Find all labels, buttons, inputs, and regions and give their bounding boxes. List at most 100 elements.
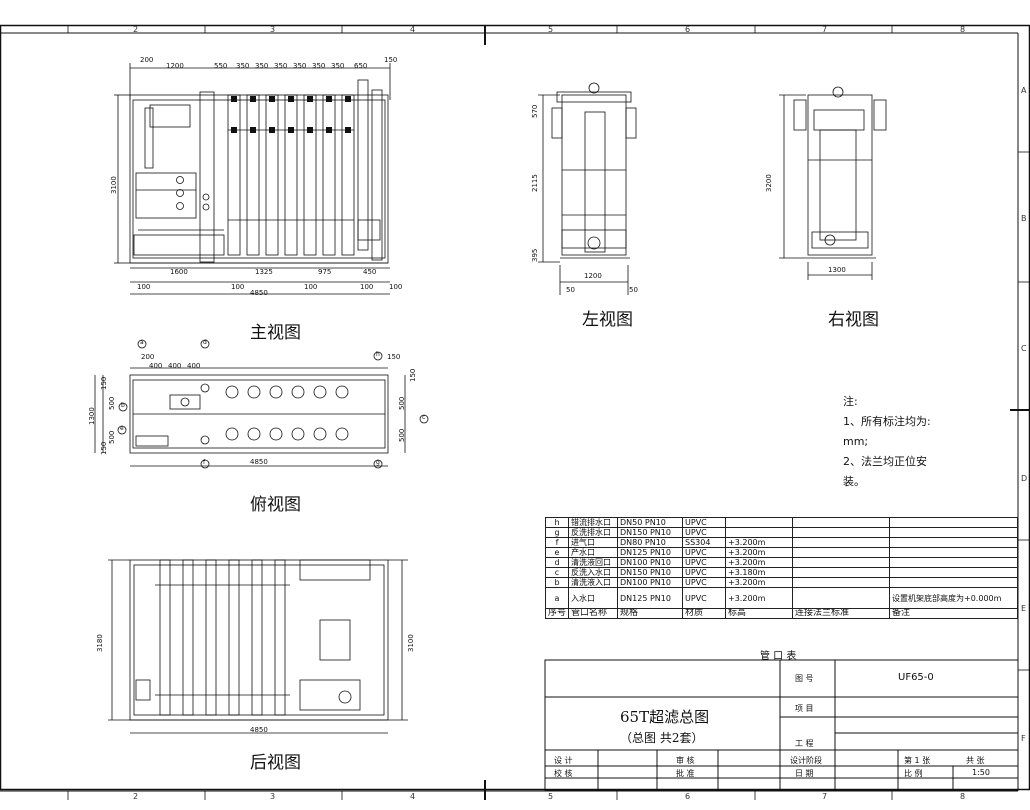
top-marker-h: h	[376, 351, 380, 358]
top-dim: 400	[187, 362, 201, 370]
top-dim-right: 500	[398, 428, 406, 442]
pipe-table-cell: DN150 PN10	[617, 567, 684, 578]
top-marker-e: e	[120, 425, 124, 432]
zone-top-6: 6	[685, 25, 691, 34]
zone-bottom-8: 8	[960, 792, 966, 801]
front-view-caption: 主视图	[250, 323, 301, 343]
pipe-table-cell: UPVC	[682, 567, 727, 578]
pipe-table-cell: DN50 PN10	[617, 517, 684, 528]
pipe-table-cell	[792, 517, 891, 528]
top-dim-total: 4850	[250, 458, 268, 466]
zone-right-c: C	[1021, 344, 1027, 353]
front-dim-bottom2: 100	[304, 283, 318, 291]
pipe-table-cell	[792, 537, 891, 548]
right-dim-height: 3200	[765, 174, 773, 192]
zone-top-2: 2	[133, 25, 139, 34]
left-view	[538, 82, 637, 295]
back-dim-height-right: 3100	[407, 634, 415, 652]
top-dim: 200	[141, 353, 155, 361]
col-header: 规格	[617, 608, 684, 619]
pipe-table-cell: +3.200m	[725, 557, 794, 568]
top-dim-side: 150	[100, 441, 108, 455]
approve-label: 批 准	[676, 769, 695, 778]
front-dim-bottom2: 100	[137, 283, 151, 291]
top-marker-f: f	[203, 459, 206, 466]
zone-bottom-4: 4	[410, 792, 416, 801]
top-dim: 150	[387, 353, 401, 361]
top-marker-b: b	[121, 402, 125, 409]
pipe-table-cell	[889, 537, 1018, 548]
pipe-table-cell: UPVC	[682, 587, 727, 609]
title-block-lines	[544, 659, 1019, 791]
top-marker-c: c	[422, 414, 426, 421]
top-marker-g: g	[376, 459, 380, 466]
drawing-subtitle: （总图 共2套）	[620, 731, 704, 745]
pipe-table-cell	[792, 547, 891, 558]
pipe-table-cell	[889, 577, 1018, 588]
check-label: 校 核	[554, 769, 573, 778]
front-dim-bottom: 1325	[255, 268, 273, 276]
col-header: 管口名称	[568, 608, 619, 619]
notes-line: 装。	[843, 475, 865, 488]
pipe-table-cell: +3.180m	[725, 567, 794, 578]
pipe-table-cell: 清洗液入口	[568, 577, 619, 588]
front-dim-total: 4850	[250, 289, 268, 297]
back-dim-height-left: 3180	[96, 634, 104, 652]
pipe-table-cell: 设置机架底部高度为+0.000m	[889, 587, 1018, 609]
pipe-table-cell: c	[544, 567, 570, 578]
top-dim-height: 1300	[88, 407, 96, 425]
pipe-table-cell: 入水口	[568, 587, 619, 609]
pipe-table-cell: DN80 PN10	[617, 537, 684, 548]
zone-bottom-7: 7	[822, 792, 828, 801]
drawing-title: 65T超滤总图	[620, 708, 710, 726]
pipe-table-cell: DN125 PN10	[617, 547, 684, 558]
notes-line: mm;	[843, 435, 869, 448]
pipe-table-cell	[792, 577, 891, 588]
top-dim-side: 500	[108, 396, 116, 410]
pipe-table-cell: DN100 PN10	[617, 557, 684, 568]
top-dim: 400	[168, 362, 182, 370]
front-dim-bottom: 975	[318, 268, 332, 276]
right-view-caption: 右视图	[828, 310, 879, 330]
eng-label: 工 程	[795, 739, 814, 748]
pipe-table-cell: DN125 PN10	[617, 587, 684, 609]
scale-label: 比 例	[904, 769, 923, 778]
pipe-table-cell: 进气口	[568, 537, 619, 548]
zone-bottom-5: 5	[548, 792, 554, 801]
front-dim-top: 1200	[166, 62, 184, 70]
col-header: 序号	[544, 608, 570, 619]
pipe-table-cell	[889, 547, 1018, 558]
top-view	[94, 339, 429, 469]
col-header: 连接法兰标准	[792, 608, 891, 619]
front-view	[114, 63, 391, 295]
zone-top-3: 3	[270, 25, 276, 34]
stage-label: 设计阶段	[790, 756, 822, 765]
design-label: 设 计	[554, 756, 573, 765]
pipe-table-cell: +3.200m	[725, 587, 794, 609]
back-view-caption: 后视图	[250, 753, 301, 773]
zone-top-8: 8	[960, 25, 966, 34]
pipe-table-header: 序号 管口名称 规格 材质 标高 连接法兰标准 备注	[544, 608, 1018, 619]
left-dim-foot: 50	[566, 286, 575, 294]
front-dim-bottom2: 100	[360, 283, 374, 291]
notes-line: 2、法兰均正位安	[843, 455, 927, 468]
sheet-number: 第 1 张	[904, 756, 931, 765]
top-view-caption: 俯视图	[250, 495, 301, 515]
top-dim-right: 500	[398, 396, 406, 410]
pipe-table-cell: DN150 PN10	[617, 527, 684, 538]
front-dim-top: 350	[331, 62, 345, 70]
pipe-table-cell: UPVC	[682, 527, 727, 538]
drawing-no-label: 图 号	[795, 674, 814, 683]
zone-right-d: D	[1021, 474, 1028, 483]
left-dim: 570	[531, 104, 539, 118]
scale-value: 1:50	[972, 768, 990, 777]
total-sheets: 共 张	[966, 756, 985, 765]
